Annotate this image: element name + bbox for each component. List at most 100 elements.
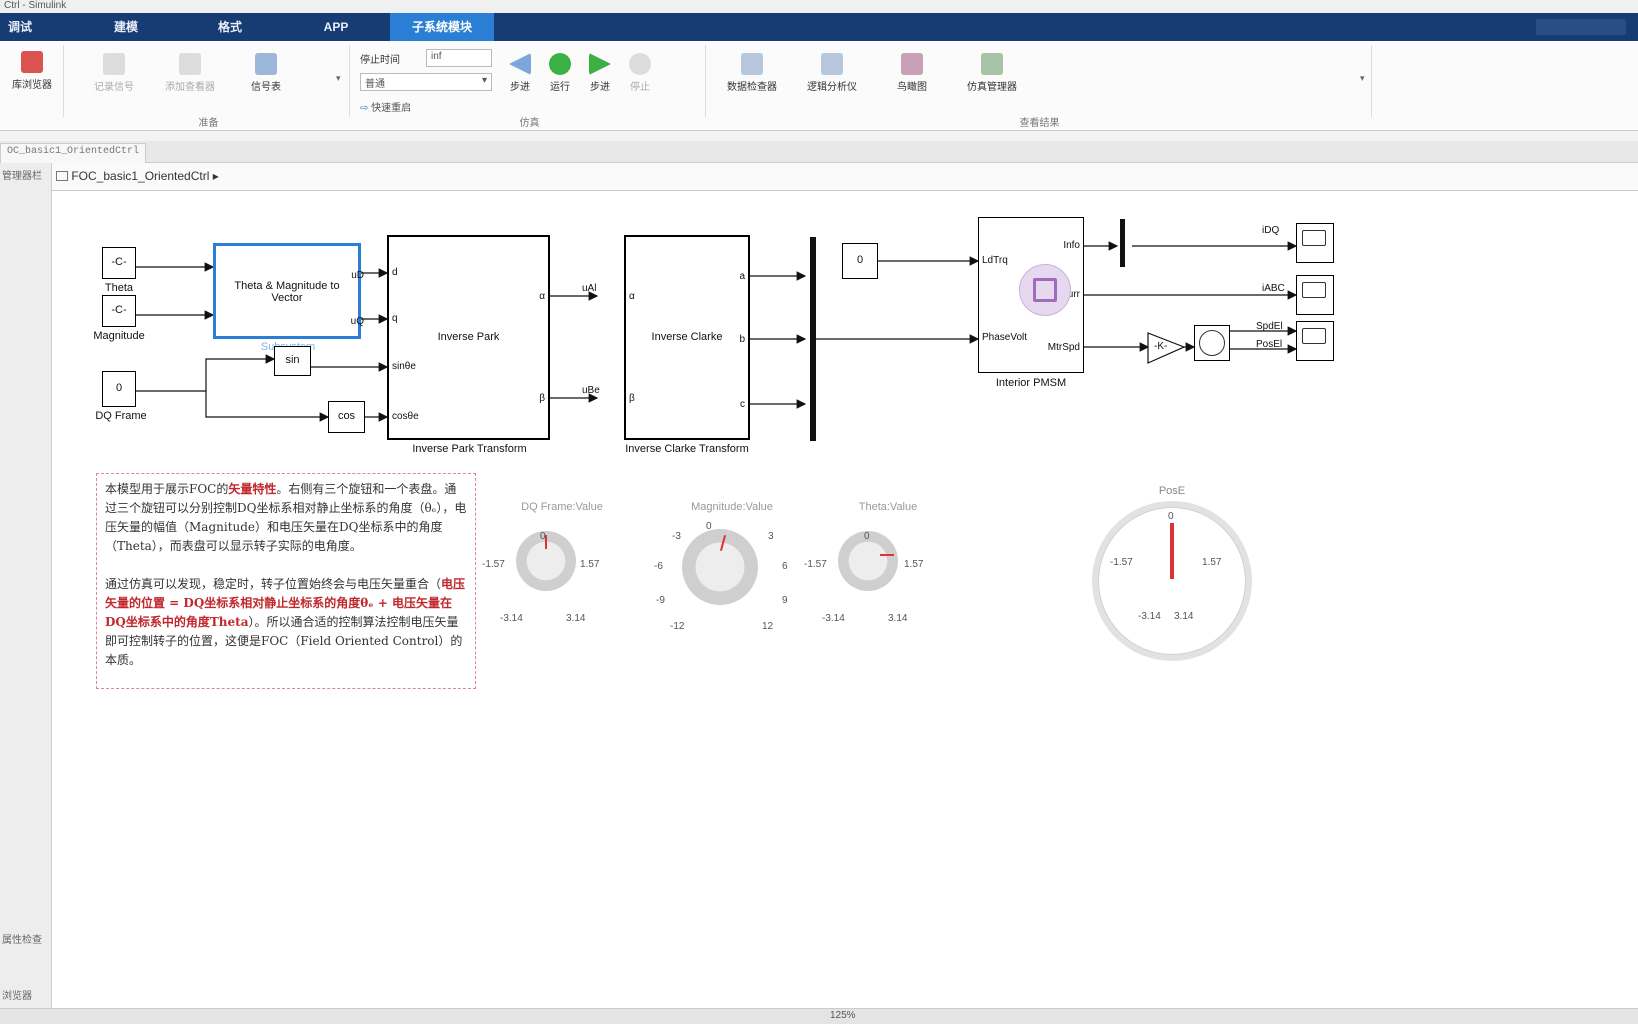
status-bar: 125% — [0, 1008, 1638, 1024]
tab-debug[interactable]: 调试 — [7, 20, 32, 34]
stop-icon — [629, 53, 651, 75]
step-back-button[interactable]: 步进 — [500, 53, 540, 93]
ribbon-toolstrip: 库浏览器 记录信号 添加查看器 信号表 ▾ 准备 停止时间 inf 普通 ▾ ⇨… — [0, 41, 1638, 131]
record-signal-button[interactable]: 记录信号 — [84, 53, 144, 93]
stop-button[interactable]: 停止 — [620, 53, 660, 93]
prepare-group: 记录信号 添加查看器 信号表 ▾ 准备 — [68, 45, 350, 129]
quick-access-toolbar[interactable] — [1536, 19, 1626, 35]
signal-spdel-label: SpdEl — [1256, 321, 1283, 332]
cos-block[interactable]: cos — [328, 401, 365, 433]
record-signal-icon — [103, 53, 125, 75]
add-viewer-button[interactable]: 添加查看器 — [160, 53, 220, 93]
chevron-right-icon: ▸ — [212, 169, 219, 183]
load-torque-constant-block[interactable]: 0 — [842, 243, 878, 279]
theta-knob[interactable] — [838, 531, 898, 591]
speed-position-scope-block[interactable] — [1296, 321, 1334, 361]
sim-mode-select[interactable]: 普通 ▾ — [360, 73, 492, 91]
scope-icon — [1302, 328, 1326, 344]
dqframe-knob-pointer — [545, 535, 547, 549]
theta-knob-pointer — [880, 554, 894, 556]
motor-icon — [1019, 264, 1071, 316]
dqframe-constant-block[interactable]: 0 — [102, 371, 136, 407]
inverse-park-caption: Inverse Park Transform — [412, 443, 527, 455]
sin-block[interactable]: sin — [274, 346, 311, 376]
run-button[interactable]: 运行 — [540, 53, 580, 93]
sim-manager-button[interactable]: 仿真管理器 — [962, 53, 1022, 93]
dqframe-knob[interactable] — [516, 531, 576, 591]
library-browser-icon — [21, 51, 43, 73]
magnitude-constant-block[interactable]: -C- — [102, 295, 136, 327]
speed-to-position-block[interactable] — [1194, 325, 1230, 361]
theta-label: Theta — [104, 282, 134, 294]
simulate-group: 停止时间 inf 普通 ▾ ⇨ 快速重启 步进 运行 步进 停止 仿真 — [354, 45, 706, 129]
tab-format[interactable]: 格式 — [217, 20, 242, 34]
signal-ube-label: uBe — [582, 385, 600, 396]
window-title: Ctrl - Simulink — [0, 0, 1638, 13]
gain-label: -K- — [1154, 341, 1168, 352]
logic-analyzer-button[interactable]: 逻辑分析仪 — [802, 53, 862, 93]
address-bar: FOC_basic1_OrientedCtrl ▸ — [52, 163, 1638, 191]
model-canvas[interactable]: -C- Theta -C- Magnitude 0 DQ Frame Theta… — [52, 191, 1638, 1008]
integrator-icon — [1199, 330, 1225, 356]
gauge-needle — [1170, 523, 1174, 579]
tab-modeling[interactable]: 建模 — [113, 20, 138, 34]
signal-iabc-label: iABC — [1262, 283, 1285, 294]
annotation-paragraph-2: 通过仿真可以发现，稳定时，转子位置始终会与电压矢量重合（电压矢量的位置 = DQ… — [105, 577, 466, 667]
browser-tab[interactable]: 浏览器 — [2, 991, 32, 1002]
ribbon-tab-bar: 调试 建模 格式 APP 子系统模块 — [0, 13, 1638, 41]
bird-eye-icon — [901, 53, 923, 75]
theta-magnitude-subsystem-block[interactable]: Theta & Magnitude to Vector uD uQ — [213, 243, 364, 339]
annotation-paragraph-1: 本模型用于展示FOC的矢量特性。右侧有三个旋钮和一个表盘。通过三个旋钮可以分别控… — [105, 482, 467, 553]
gauge-title: PosE — [1158, 485, 1186, 497]
property-inspector-tab[interactable]: 属性检查 — [2, 935, 42, 946]
model-icon — [56, 171, 68, 181]
description-annotation[interactable]: 本模型用于展示FOC的矢量特性。右侧有三个旋钮和一个表盘。通过三个旋钮可以分别控… — [96, 473, 476, 689]
tab-subsystem-block[interactable]: 子系统模块 — [390, 13, 494, 41]
zoom-level[interactable]: 125% — [830, 1010, 856, 1021]
prepare-expand-icon[interactable]: ▾ — [336, 73, 341, 83]
magnitude-knob-pointer — [719, 535, 727, 551]
idq-scope-block[interactable] — [1296, 223, 1334, 263]
scope-icon — [1302, 230, 1326, 246]
rotor-position-gauge: 0 -1.57 1.57 -3.14 3.14 — [1092, 501, 1252, 661]
sim-manager-icon — [981, 53, 1003, 75]
data-inspector-icon — [741, 53, 763, 75]
logic-analyzer-icon — [821, 53, 843, 75]
step-forward-icon — [589, 53, 611, 75]
breadcrumb[interactable]: FOC_basic1_OrientedCtrl ▸ — [56, 169, 219, 183]
theta-constant-block[interactable]: -C- — [102, 247, 136, 279]
magnitude-label: Magnitude — [93, 330, 145, 342]
signal-ual-label: uAl — [582, 283, 597, 294]
signal-idq-label: iDQ — [1262, 225, 1280, 236]
stop-time-label: 停止时间 — [360, 55, 400, 66]
review-expand-icon[interactable]: ▾ — [1360, 73, 1365, 83]
theta-knob-title: Theta:Value — [858, 501, 918, 513]
dqframe-knob-title: DQ Frame:Value — [521, 501, 603, 513]
run-icon — [549, 53, 571, 75]
document-tab-bar: OC_basic1_OrientedCtrl — [0, 141, 1638, 163]
step-forward-button[interactable]: 步进 — [580, 53, 620, 93]
tab-apps[interactable]: APP — [323, 20, 349, 34]
stop-time-input[interactable]: inf — [426, 49, 492, 67]
signal-posel-label: PosEl — [1256, 339, 1283, 350]
inverse-clarke-caption: Inverse Clarke Transform — [625, 443, 749, 455]
library-group: 库浏览器 — [0, 45, 64, 117]
signal-table-icon — [255, 53, 277, 75]
bird-eye-button[interactable]: 鸟瞰图 — [882, 53, 942, 93]
doc-tab-model[interactable]: OC_basic1_OrientedCtrl — [0, 143, 147, 163]
library-browser-button[interactable]: 库浏览器 — [2, 51, 62, 91]
step-back-icon — [509, 53, 531, 75]
fast-restart-button[interactable]: ⇨ 快速重启 — [360, 103, 412, 114]
add-viewer-icon — [179, 53, 201, 75]
magnitude-knob[interactable] — [682, 529, 758, 605]
chevron-down-icon: ▾ — [481, 75, 487, 86]
dqframe-label: DQ Frame — [95, 410, 147, 422]
signal-lines — [136, 219, 1298, 441]
model-browser-tab[interactable]: 管理器栏 — [2, 171, 42, 182]
iabc-scope-block[interactable] — [1296, 275, 1334, 315]
inverse-park-block[interactable]: d q sinθe cosθe α β Inverse Park — [387, 235, 550, 440]
inverse-clarke-block[interactable]: α β a b c Inverse Clarke — [624, 235, 750, 440]
signal-table-button[interactable]: 信号表 — [236, 53, 296, 93]
data-inspector-button[interactable]: 数据检查器 — [722, 53, 782, 93]
interior-pmsm-block[interactable]: LdTrq PhaseVolt Info PhaseCurr MtrSpd — [978, 217, 1084, 373]
